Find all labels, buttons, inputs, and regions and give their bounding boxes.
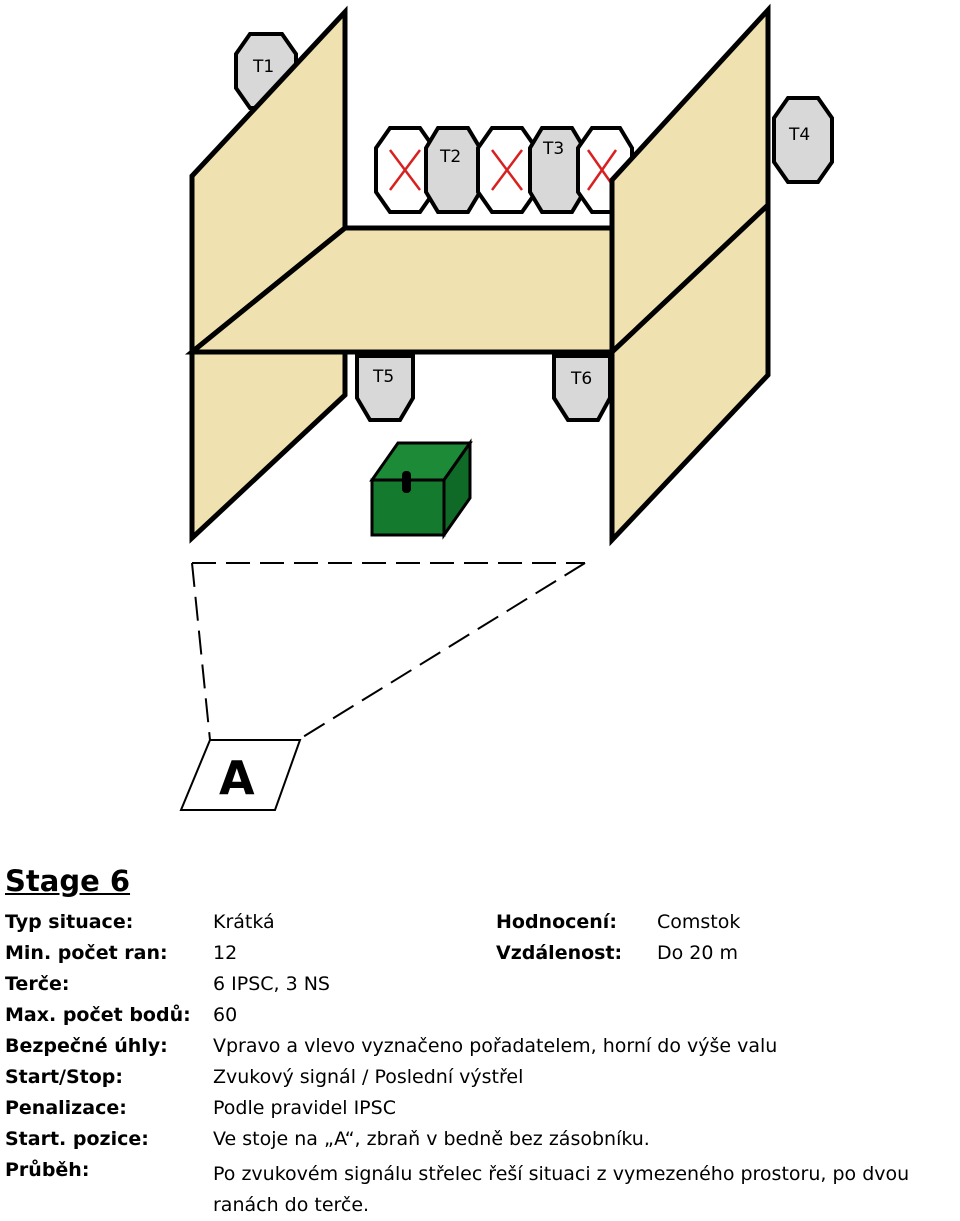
label-penalizace: Penalizace:	[5, 1097, 127, 1119]
value-hodnoceni: Comstok	[657, 911, 741, 933]
no-shoot-1	[374, 126, 436, 214]
box-latch	[402, 471, 411, 493]
no-shoot-2	[476, 126, 538, 214]
right-wall	[609, 3, 771, 547]
cross-line	[586, 149, 618, 191]
value-typ-situace: Krátká	[213, 911, 275, 933]
start-position-label: A	[219, 751, 255, 805]
stage-title: Stage 6	[5, 864, 131, 898]
value-terce: 6 IPSC, 3 NS	[213, 973, 330, 995]
target-label: T5	[372, 367, 394, 387]
octagon-target-icon	[772, 96, 834, 184]
label-start-pozice: Start. pozice:	[5, 1128, 149, 1150]
target-t2: T2	[424, 126, 482, 214]
target-t3: T3	[528, 126, 586, 214]
octagon-target-icon	[528, 126, 586, 214]
target-t4: T4	[772, 96, 834, 184]
label-hodnoceni: Hodnocení:	[496, 911, 617, 933]
label-terce: Terče:	[5, 973, 70, 995]
value-penalizace: Podle pravidel IPSC	[213, 1097, 396, 1119]
value-max-pocet-bodu: 60	[213, 1004, 238, 1026]
value-bezpecne-uhly: Vpravo a vlevo vyznačeno pořadatelem, ho…	[213, 1035, 778, 1057]
stage-diagram: T1 T2 T3 T4 T5	[179, 3, 834, 811]
label-bezpecne-uhly: Bezpečné úhly:	[5, 1035, 168, 1057]
value-start-pozice: Ve stoje na „A“, zbraň v bedně bez zásob…	[213, 1128, 650, 1150]
start-position-marker: A	[179, 739, 302, 811]
value-vzdalenost: Do 20 m	[657, 942, 739, 964]
target-label: T6	[570, 369, 592, 389]
octagon-target-icon	[424, 126, 482, 214]
target-label: T2	[439, 147, 461, 167]
cross-line	[491, 149, 523, 191]
wall-panel	[189, 349, 348, 544]
value-min-pocet-ran: 12	[213, 942, 238, 964]
label-start-stop: Start/Stop:	[5, 1066, 123, 1088]
label-vzdalenost: Vzdálenost:	[496, 942, 623, 964]
area-boundary	[297, 562, 586, 741]
target-t5: T5	[355, 354, 415, 422]
ammo-box-icon	[369, 438, 473, 540]
shooting-area	[191, 562, 586, 741]
area-boundary	[191, 562, 211, 741]
cross-line	[389, 149, 421, 191]
target-label: T4	[788, 125, 810, 145]
label-min-pocet-ran: Min. počet ran:	[5, 942, 168, 964]
target-t6: T6	[552, 354, 612, 422]
target-label: T3	[542, 139, 564, 159]
target-label: T1	[252, 57, 274, 77]
octagon-target-icon	[355, 354, 415, 422]
wall-panel	[609, 199, 771, 547]
value-start-stop: Zvukový signál / Poslední výstřel	[213, 1066, 524, 1088]
label-prubeh: Průběh:	[5, 1159, 90, 1181]
octagon-target-icon	[552, 354, 612, 422]
value-prubeh: Po zvukovém signálu střelec řeší situaci…	[213, 1163, 910, 1216]
label-max-pocet-bodu: Max. počet bodů:	[5, 1004, 191, 1026]
label-typ-situace: Typ situace:	[5, 911, 134, 933]
